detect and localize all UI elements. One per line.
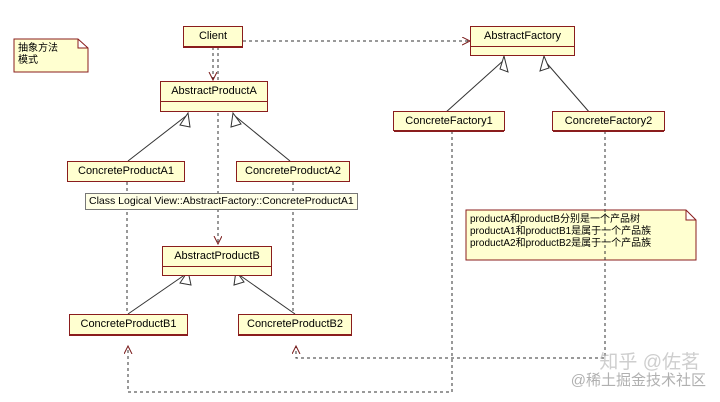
class-name: AbstractProductB	[163, 247, 271, 267]
family-note-line2: productA1和productB1是属于一个产品族	[470, 226, 652, 237]
dependency-factory1-to-product-b1	[128, 131, 453, 393]
watermark: 知乎 @佐茗 @稀土掘金技术社区	[570, 352, 706, 390]
class-concrete-product-b1[interactable]: ConcreteProductB1	[69, 314, 188, 336]
class-concrete-factory-2[interactable]: ConcreteFactory2	[552, 111, 665, 132]
title-note: 抽象方法 模式	[18, 43, 58, 67]
class-concrete-factory-1[interactable]: ConcreteFactory1	[393, 111, 505, 132]
watermark-line1: 知乎 @佐茗	[599, 352, 700, 373]
class-name: ConcreteFactory1	[394, 112, 504, 132]
class-concrete-product-a2[interactable]: ConcreteProductA2	[236, 161, 350, 182]
generalization-products-b	[127, 269, 296, 315]
class-name: ConcreteProductA1	[68, 162, 184, 182]
family-note-line1: productA和productB分别是一个产品树	[470, 214, 641, 225]
class-name: ConcreteFactory2	[553, 112, 664, 132]
title-note-shape	[13, 38, 89, 73]
title-note-line1: 抽象方法	[18, 43, 58, 54]
class-abstract-factory[interactable]: AbstractFactory	[470, 26, 575, 56]
class-concrete-product-b2[interactable]: ConcreteProductB2	[238, 314, 352, 336]
class-name: ConcreteProductB2	[239, 315, 351, 335]
class-name: Client	[184, 27, 242, 47]
class-abstract-product-b[interactable]: AbstractProductB	[162, 246, 272, 276]
class-name: AbstractFactory	[471, 27, 574, 47]
class-abstract-product-a[interactable]: AbstractProductA	[160, 81, 268, 112]
generalization-products-a	[127, 111, 291, 162]
generalization-factories	[444, 54, 591, 114]
class-concrete-product-a1[interactable]: ConcreteProductA1	[67, 161, 185, 182]
family-note: productA和productB分别是一个产品树 productA1和prod…	[470, 214, 651, 250]
family-note-line3: productA2和productB2是属于一个产品族	[470, 238, 652, 249]
watermark-line2: @稀土掘金技术社区	[570, 372, 706, 389]
class-name: ConcreteProductA2	[237, 162, 349, 182]
class-name: AbstractProductA	[161, 82, 267, 102]
dependency-factory2-to-product-b2	[296, 131, 606, 359]
class-client[interactable]: Client	[183, 26, 243, 48]
title-note-line2: 模式	[18, 55, 38, 66]
class-path-tooltip: Class Logical View::AbstractFactory::Con…	[85, 193, 358, 210]
family-note-shape	[465, 209, 697, 261]
class-name: ConcreteProductB1	[70, 315, 187, 335]
